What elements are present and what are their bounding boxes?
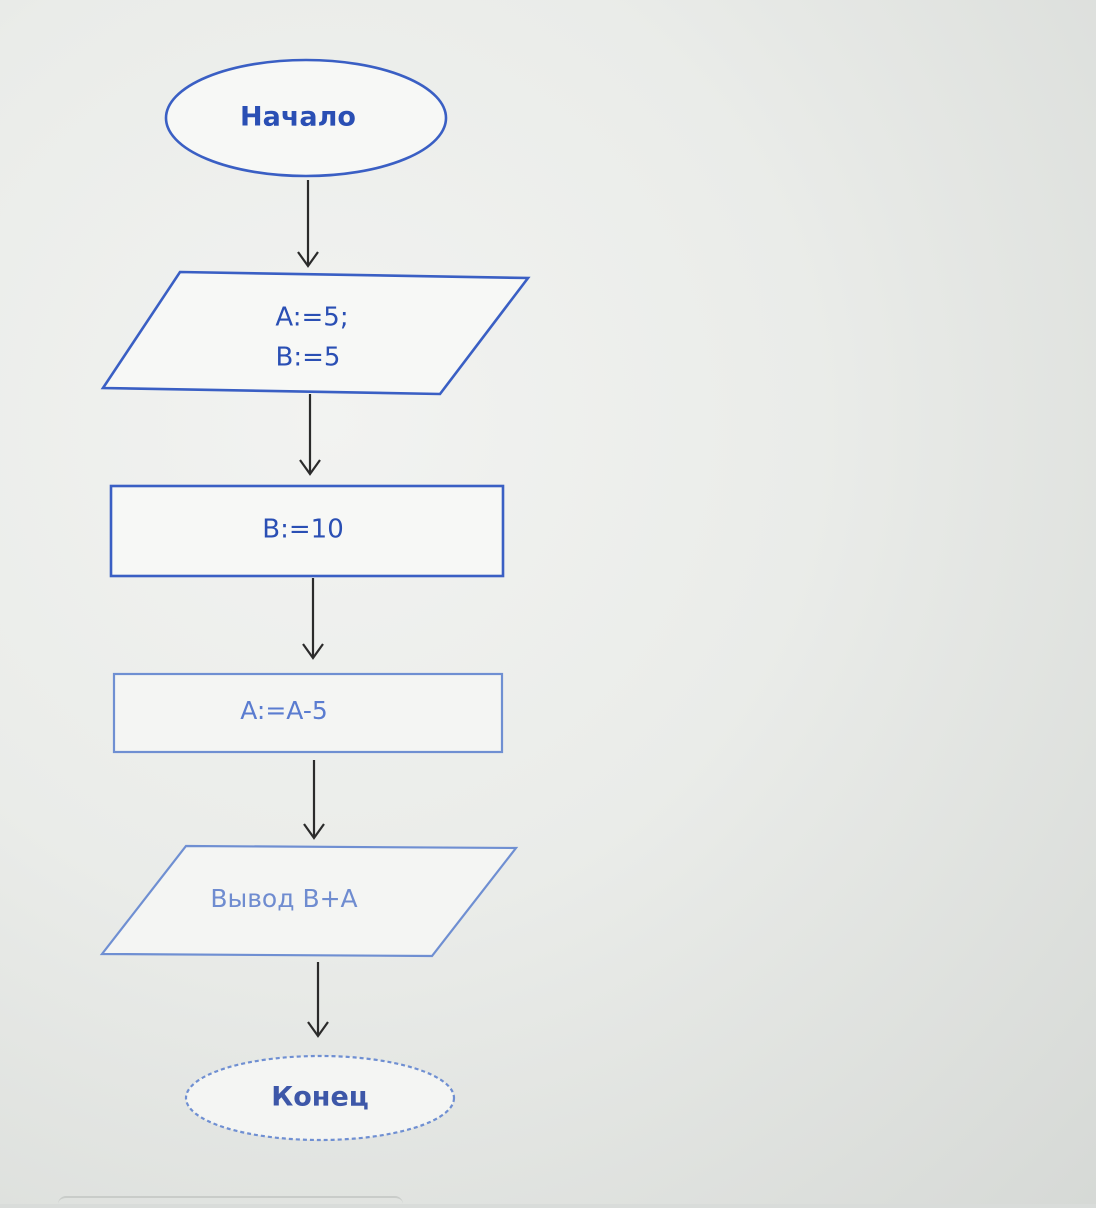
arrow-input-to-process1 [299, 394, 321, 476]
output-parallelogram [99, 844, 519, 958]
process-node-1: B:=10 [109, 484, 505, 578]
process-rect-1 [109, 484, 505, 578]
input-line-1: A:=5; [275, 303, 348, 333]
input-node: A:=5; B:=5 [100, 270, 531, 396]
process-label-1: B:=10 [262, 515, 343, 545]
arrow-output-to-end [307, 962, 329, 1038]
process-rect-2 [112, 672, 504, 754]
start-label: Начало [240, 102, 356, 133]
arrow-process2-to-output [303, 760, 325, 840]
process-label-2: A:=A-5 [240, 696, 328, 725]
arrow-start-to-input [297, 180, 319, 268]
input-parallelogram [100, 270, 531, 396]
end-ellipse [184, 1054, 456, 1142]
arrow-process1-to-process2 [302, 578, 324, 660]
output-label: Вывод B+A [210, 884, 357, 913]
start-ellipse [164, 58, 448, 178]
page-edge [58, 1196, 403, 1208]
process-node-2: A:=A-5 [112, 672, 504, 754]
input-line-2: B:=5 [276, 343, 341, 373]
end-label: Конец [271, 1082, 369, 1113]
output-node: Вывод B+A [99, 844, 519, 958]
end-node: Конец [184, 1054, 456, 1142]
start-node: Начало [164, 58, 448, 178]
